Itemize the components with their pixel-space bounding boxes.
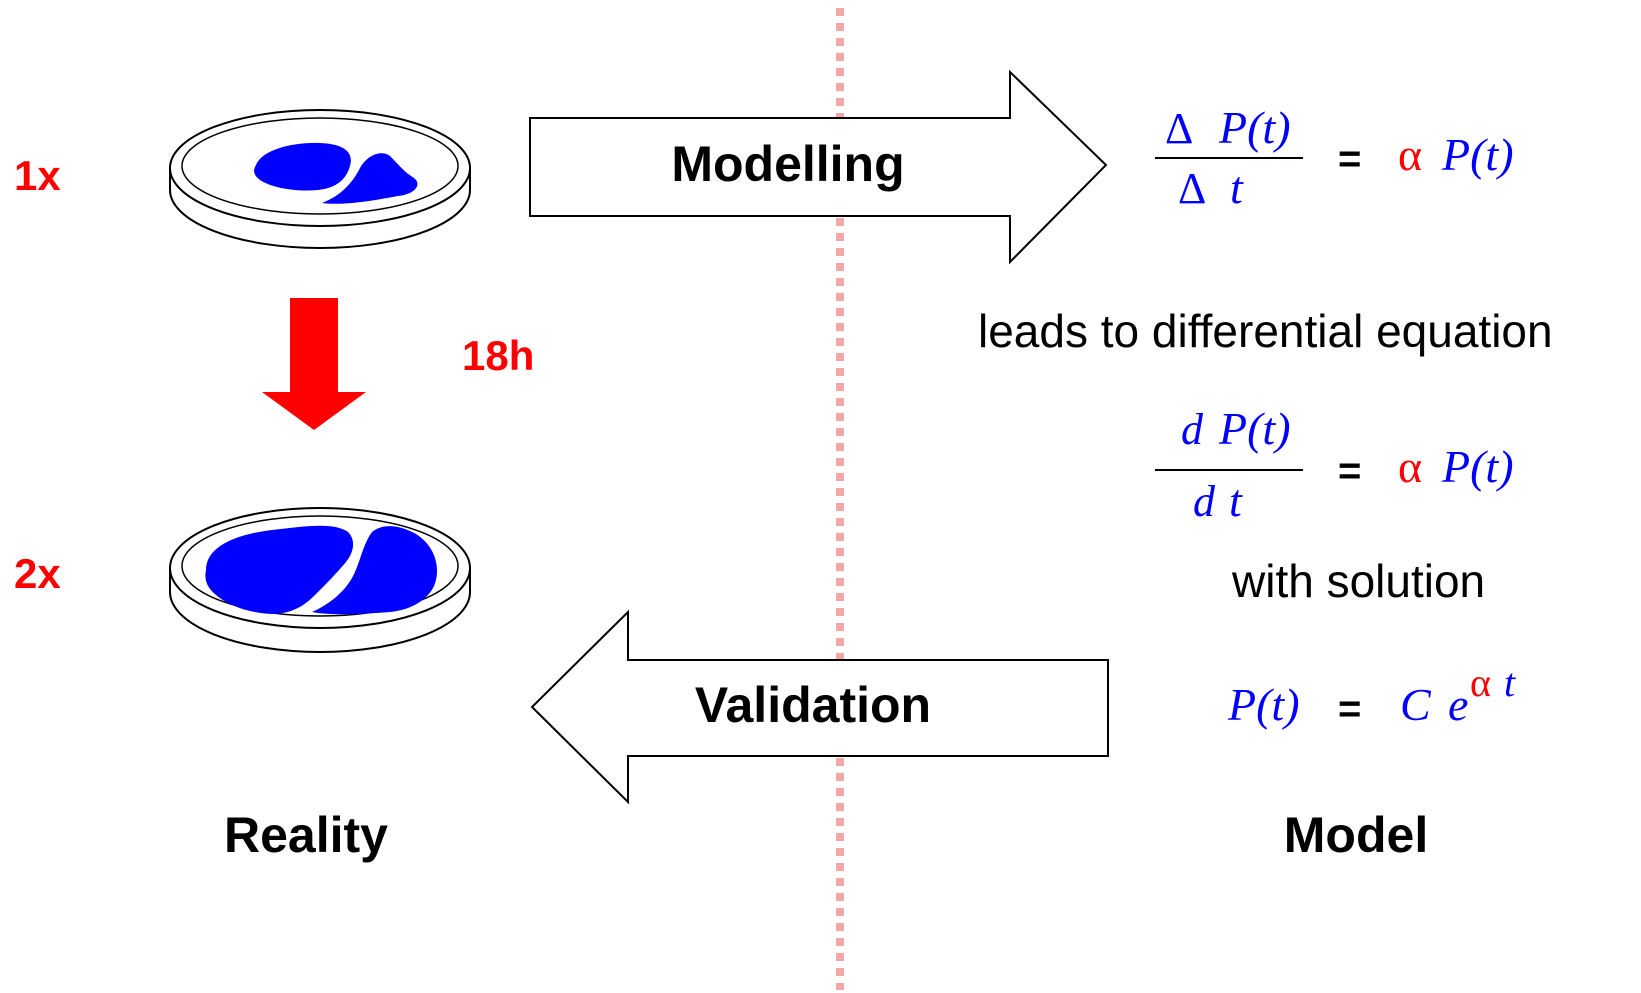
eq3-constant: C	[1400, 679, 1432, 730]
solution-text: with solution	[1231, 555, 1485, 607]
leads-text: leads to differential equation	[978, 305, 1553, 357]
petri-dish-after	[169, 507, 471, 653]
petri-dish-before	[169, 109, 471, 249]
eq3-base: e	[1448, 679, 1468, 730]
eq1-equals: =	[1338, 137, 1361, 181]
reality-label: Reality	[224, 807, 388, 863]
cell-colony-small-left	[254, 142, 351, 191]
eq2-equals: =	[1338, 449, 1361, 493]
eq1-numerator-delta: Δ	[1165, 104, 1193, 153]
eq3-lhs: P(t)	[1227, 679, 1300, 730]
differential-equation: d P(t) d t = α P(t)	[1155, 403, 1514, 526]
cell-colony-small-right	[322, 153, 418, 204]
eq3-exponent-alpha: α	[1470, 660, 1491, 705]
solution-equation: P(t) = C e α t	[1227, 660, 1516, 731]
difference-equation: Δ P(t) Δ t = α P(t)	[1155, 102, 1514, 213]
eq1-numerator-function: P(t)	[1218, 102, 1291, 153]
validation-label: Validation	[695, 677, 931, 733]
eq1-rhs: P(t)	[1441, 129, 1514, 180]
eq2-numerator-function: P(t)	[1218, 403, 1291, 454]
eq2-rhs: P(t)	[1441, 441, 1514, 492]
growth-arrow	[262, 298, 366, 430]
before-label: 1x	[14, 152, 61, 199]
eq3-equals: =	[1338, 687, 1361, 731]
model-label: Model	[1284, 807, 1428, 863]
eq2-denominator-d: d	[1193, 477, 1216, 526]
eq2-alpha: α	[1398, 441, 1422, 492]
time-label: 18h	[462, 332, 534, 379]
eq2-numerator-d: d	[1181, 405, 1204, 454]
cell-colony-large-right	[312, 526, 438, 615]
eq2-denominator-variable: t	[1229, 475, 1243, 526]
eq3-exponent-variable: t	[1504, 660, 1516, 705]
validation-arrow	[530, 609, 1109, 805]
modelling-arrow	[529, 69, 1108, 265]
eq1-alpha: α	[1398, 129, 1422, 180]
after-label: 2x	[14, 550, 61, 597]
modelling-label: Modelling	[671, 136, 904, 192]
eq1-denominator-delta: Δ	[1178, 164, 1206, 213]
cell-colony-large-left	[205, 525, 354, 614]
eq1-denominator-variable: t	[1230, 162, 1244, 213]
